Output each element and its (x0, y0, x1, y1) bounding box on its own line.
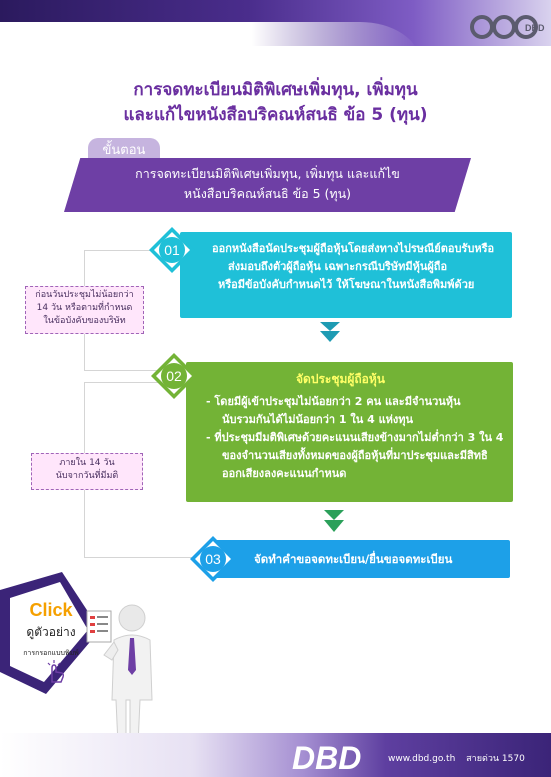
note2-line1: ภายใน 14 วัน (59, 458, 115, 468)
note-within-14-days: ภายใน 14 วัน นับจากวันที่มีมติ (31, 453, 143, 490)
step-2-bullet1-line1: - โดยมีผู้เข้าประชุมไม่น้อยกว่า 2 คน และ… (206, 395, 461, 408)
svg-text:DBD: DBD (292, 740, 361, 774)
footer-text: www.dbd.go.th สายด่วน 1570 (388, 751, 525, 765)
svg-text:01: 01 (164, 242, 180, 258)
click-caption: การกรอกแบบพิมพ์ (23, 649, 79, 657)
note1-line1: ก่อนวันประชุมไม่น้อยกว่า (35, 290, 134, 300)
page-title-line1: การจดทะเบียนมิติพิเศษเพิ่มทุน, เพิ่มทุน (133, 80, 418, 100)
step-3-text: จัดทำคำขอจดทะเบียน/ยื่นขอจดทะเบียน (254, 552, 453, 566)
step-2-text: - โดยมีผู้เข้าประชุมไม่น้อยกว่า 2 คน และ… (206, 393, 511, 483)
step-2-badge: 02 (151, 353, 197, 399)
top-swoosh (0, 22, 420, 62)
step-2-bullet2-line2: ของจำนวนเสียงทั้งหมดของผู้ถือหุ้นที่มาปร… (222, 449, 488, 462)
step-1-line2: ส่งมอบถึงตัวผู้ถือหุ้น เฉพาะกรณีบริษัทมี… (228, 260, 448, 273)
note1-line2: 14 วัน หรือตามที่กำหนด (36, 303, 133, 313)
click-sub-label: ดูตัวอย่าง (26, 625, 76, 639)
step-1-line3: หรือมีข้อบังคับกำหนดไว้ ให้โฆษณาในหนังสื… (218, 278, 475, 291)
footer-website[interactable]: www.dbd.go.th (388, 754, 456, 764)
step-1-box (180, 232, 512, 318)
step-3-box (210, 540, 510, 578)
svg-text:02: 02 (166, 368, 182, 384)
click-label: Click (29, 600, 73, 620)
note1-line3: ในข้อบังคับของบริษัท (43, 316, 126, 326)
step-2-heading: จัดประชุมผู้ถือหุ้น (296, 372, 386, 386)
dbd-logo-bottom: DBD (292, 740, 361, 774)
hand-pointer-icon (47, 660, 65, 683)
page-title-line2: และแก้ไขหนังสือบริคณห์สนธิ ข้อ 5 (ทุน) (123, 105, 428, 125)
arrow-down-icon-2 (324, 510, 344, 532)
connector-bottom-2 (84, 557, 210, 558)
connector-top-1 (84, 250, 180, 251)
step-3-badge: 03 (190, 536, 236, 582)
arrow-down-icon (320, 322, 340, 342)
step-1-text: ออกหนังสือนัดประชุมผู้ถือหุ้นโดยส่งทางไป… (212, 240, 510, 294)
svg-text:03: 03 (205, 551, 221, 567)
connector-bottom-1 (84, 370, 188, 371)
click-card[interactable]: Click ดูตัวอย่าง การกรอกแบบพิมพ์ (14, 600, 88, 659)
step-2-bullet2-line3: ออกเสียงลงคะแนนกำหนด (222, 467, 347, 480)
businessman-figure (103, 604, 153, 746)
footer-hotline: สายด่วน 1570 (466, 754, 525, 764)
document-icon (86, 610, 112, 643)
click-card-background (0, 572, 100, 694)
note2-line2: นับจากวันที่มีมติ (55, 471, 119, 481)
step-2-bullet2-line1: - ที่ประชุมมีมติพิเศษด้วยคะแนนเสียงข้างม… (206, 431, 504, 444)
bottom-banner (0, 733, 551, 777)
dbd-logo-top: DBD (470, 15, 545, 39)
step-banner-line2: หนังสือบริคณห์สนธิ ข้อ 5 (ทุน) (183, 186, 352, 201)
step-2-bullet1-line2: นับรวมกันได้ไม่น้อยกว่า 1 ใน 4 แห่งทุน (222, 413, 414, 426)
step-banner-text: การจดทะเบียนมิติพิเศษเพิ่มทุน, เพิ่มทุน … (64, 164, 471, 204)
step-1-line1: ออกหนังสือนัดประชุมผู้ถือหุ้นโดยส่งทางไป… (212, 242, 495, 255)
note-before-meeting: ก่อนวันประชุมไม่น้อยกว่า 14 วัน หรือตามท… (25, 286, 144, 334)
connector-top-2 (84, 382, 188, 383)
step-banner-line1: การจดทะเบียนมิติพิเศษเพิ่มทุน, เพิ่มทุน … (135, 166, 400, 181)
svg-text:DBD: DBD (525, 23, 545, 33)
step-banner (64, 158, 471, 212)
step-2-box (186, 362, 513, 502)
step-1-badge: 01 (149, 227, 195, 273)
